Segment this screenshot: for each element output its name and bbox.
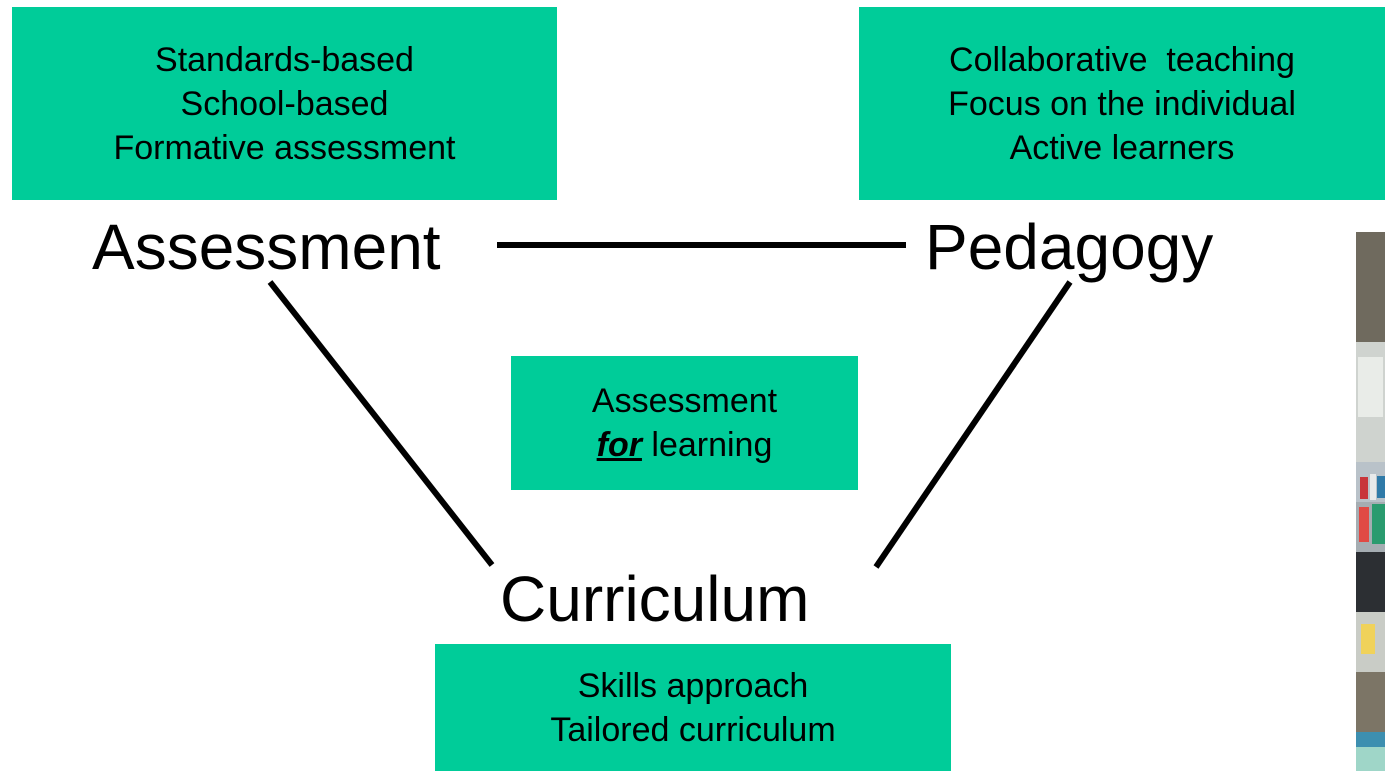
curriculum-notes-box: Skills approach Tailored curriculum	[435, 644, 951, 771]
connector-pedagogy-curriculum	[873, 280, 1073, 569]
curriculum-note-1: Skills approach	[577, 666, 809, 705]
assessment-note-1: Standards-based	[155, 40, 414, 79]
pedagogy-notes-box: Collaborative teaching Focus on the indi…	[859, 7, 1385, 200]
assessment-notes-box: Standards-based School-based Formative a…	[12, 7, 557, 200]
center-line-1: Assessment	[591, 382, 778, 420]
center-emphasis: for	[596, 426, 642, 464]
pedagogy-note-2: Focus on the individual	[948, 84, 1296, 123]
node-pedagogy: Pedagogy	[925, 211, 1214, 283]
assessment-note-2: School-based	[180, 84, 389, 123]
classroom-photo	[1356, 232, 1385, 771]
center-concept-box: Assessment for learning	[511, 356, 858, 490]
pedagogy-note-1: Collaborative teaching	[949, 40, 1295, 79]
connector-assessment-curriculum	[267, 280, 495, 567]
assessment-note-3: Formative assessment	[113, 128, 456, 167]
node-assessment: Assessment	[92, 211, 441, 283]
center-rest: learning	[641, 426, 773, 464]
node-curriculum: Curriculum	[500, 563, 810, 635]
center-line-2: for learning	[597, 423, 773, 467]
curriculum-note-2: Tailored curriculum	[550, 710, 836, 749]
pedagogy-note-3: Active learners	[1009, 128, 1235, 167]
